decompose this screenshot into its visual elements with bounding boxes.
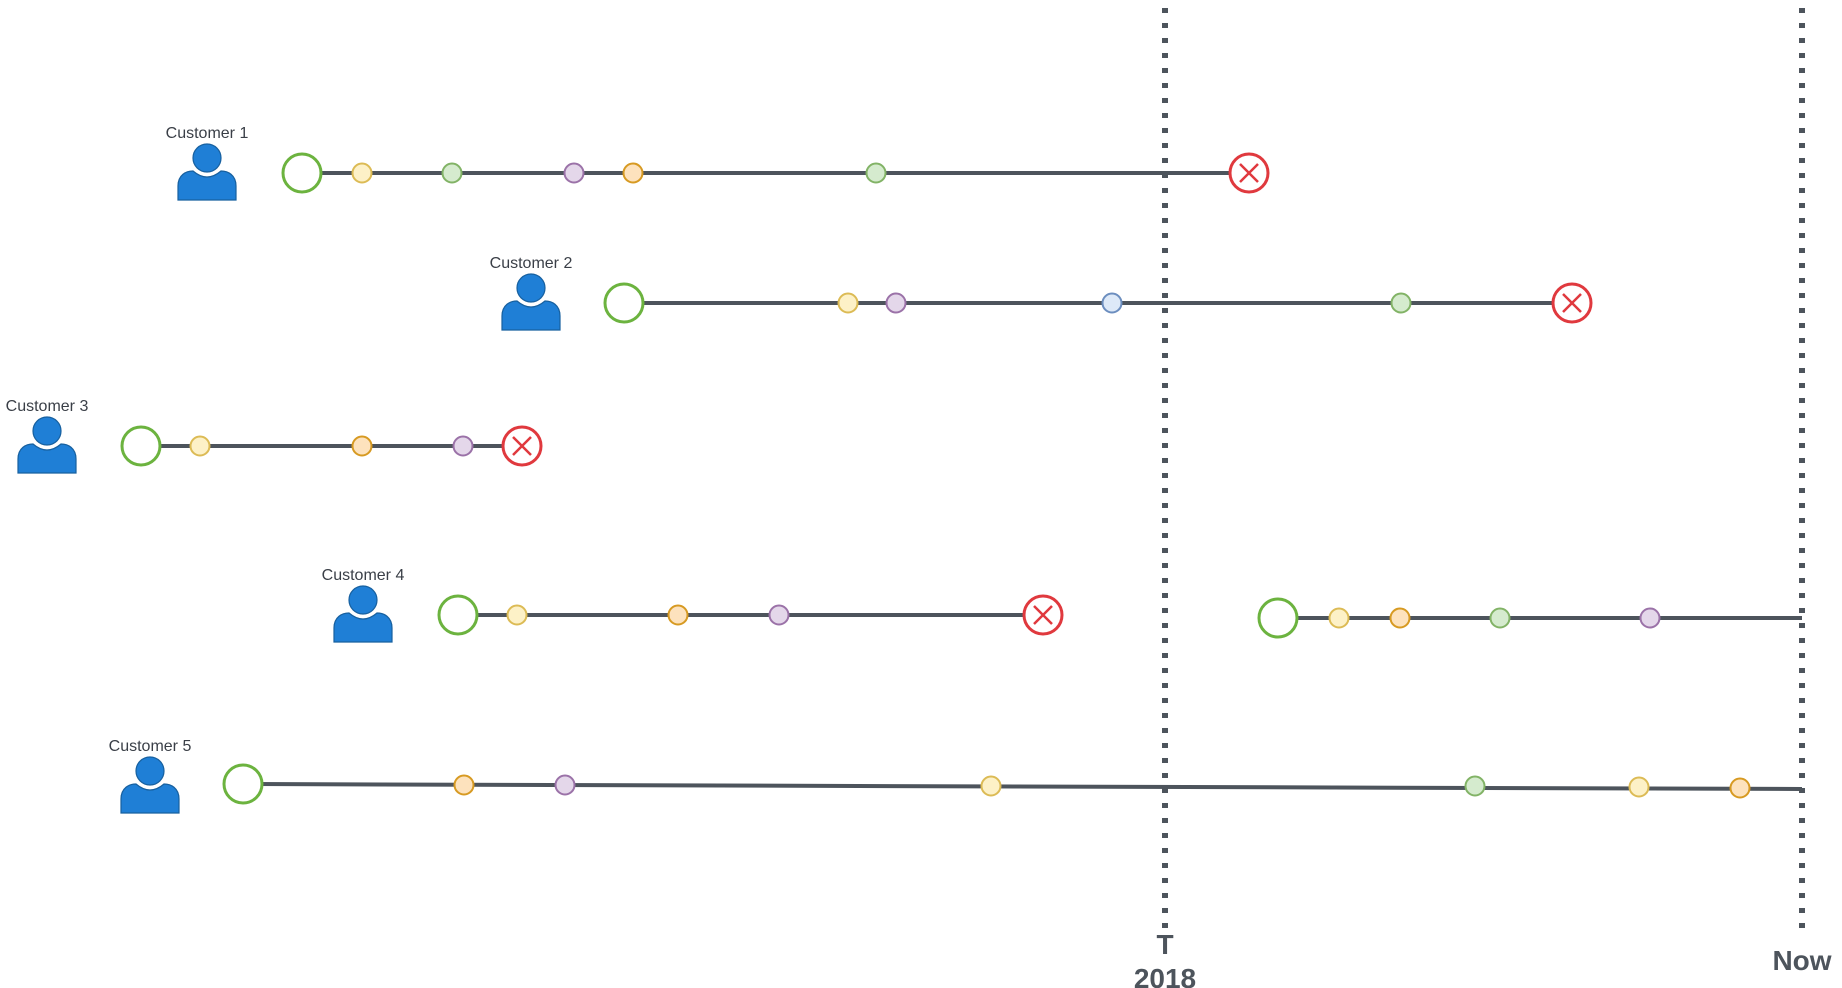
start-circle-icon: [120, 425, 162, 467]
customer-4-row: Customer 4: [322, 567, 1802, 643]
start-circle-icon: [603, 282, 645, 324]
customer-5-row: Customer 5: [109, 738, 1803, 814]
end-x-circle-icon: [1551, 282, 1593, 324]
event-dot-icon: [980, 775, 1002, 797]
event-dot-icon: [441, 162, 463, 184]
customer-label: Customer 5: [109, 738, 192, 755]
event-dot-icon: [622, 162, 644, 184]
start-circle-icon: [281, 152, 323, 194]
start-circle-icon: [437, 594, 479, 636]
now-marker-label: Now: [1772, 945, 1831, 976]
timeline-line: [242, 782, 1803, 791]
end-x-circle-icon: [1228, 152, 1270, 194]
person-icon: [17, 416, 77, 474]
event-dot-icon: [768, 604, 790, 626]
event-dot-icon: [1489, 607, 1511, 629]
event-dot-icon: [506, 604, 528, 626]
event-dot-icon: [1639, 607, 1661, 629]
event-dot-icon: [189, 435, 211, 457]
event-dot-icon: [1628, 776, 1650, 798]
event-dot-icon: [554, 774, 576, 796]
customer-label: Customer 2: [490, 255, 573, 272]
event-dot-icon: [1101, 292, 1123, 314]
person-icon: [501, 273, 561, 331]
event-dot-icon: [1390, 292, 1412, 314]
customer-label: Customer 3: [6, 398, 89, 415]
event-dot-icon: [667, 604, 689, 626]
customer-1-row: Customer 1: [166, 125, 1270, 201]
event-dot-icon: [351, 435, 373, 457]
event-dot-icon: [452, 435, 474, 457]
event-dot-icon: [837, 292, 859, 314]
event-dot-icon: [453, 774, 475, 796]
customer-2-row: Customer 2: [490, 255, 1593, 331]
reference-markers: T 2018 Now: [1134, 8, 1832, 988]
person-icon: [333, 585, 393, 643]
t-marker-label: T: [1156, 929, 1173, 960]
end-x-circle-icon: [1022, 594, 1064, 636]
event-dot-icon: [885, 292, 907, 314]
event-dot-icon: [1729, 777, 1751, 799]
start-circle-icon: [1257, 597, 1299, 639]
end-x-circle-icon: [501, 425, 543, 467]
person-icon: [177, 143, 237, 201]
event-dot-icon: [865, 162, 887, 184]
event-dot-icon: [1464, 775, 1486, 797]
customer-label: Customer 1: [166, 125, 249, 142]
start-circle-icon: [222, 763, 264, 805]
event-dot-icon: [351, 162, 373, 184]
event-dot-icon: [1389, 607, 1411, 629]
customer-label: Customer 4: [322, 567, 405, 584]
event-dot-icon: [563, 162, 585, 184]
customer-3-row: Customer 3: [6, 398, 543, 474]
person-icon: [120, 756, 180, 814]
event-dot-icon: [1328, 607, 1350, 629]
t-year-label: 2018: [1134, 963, 1196, 988]
